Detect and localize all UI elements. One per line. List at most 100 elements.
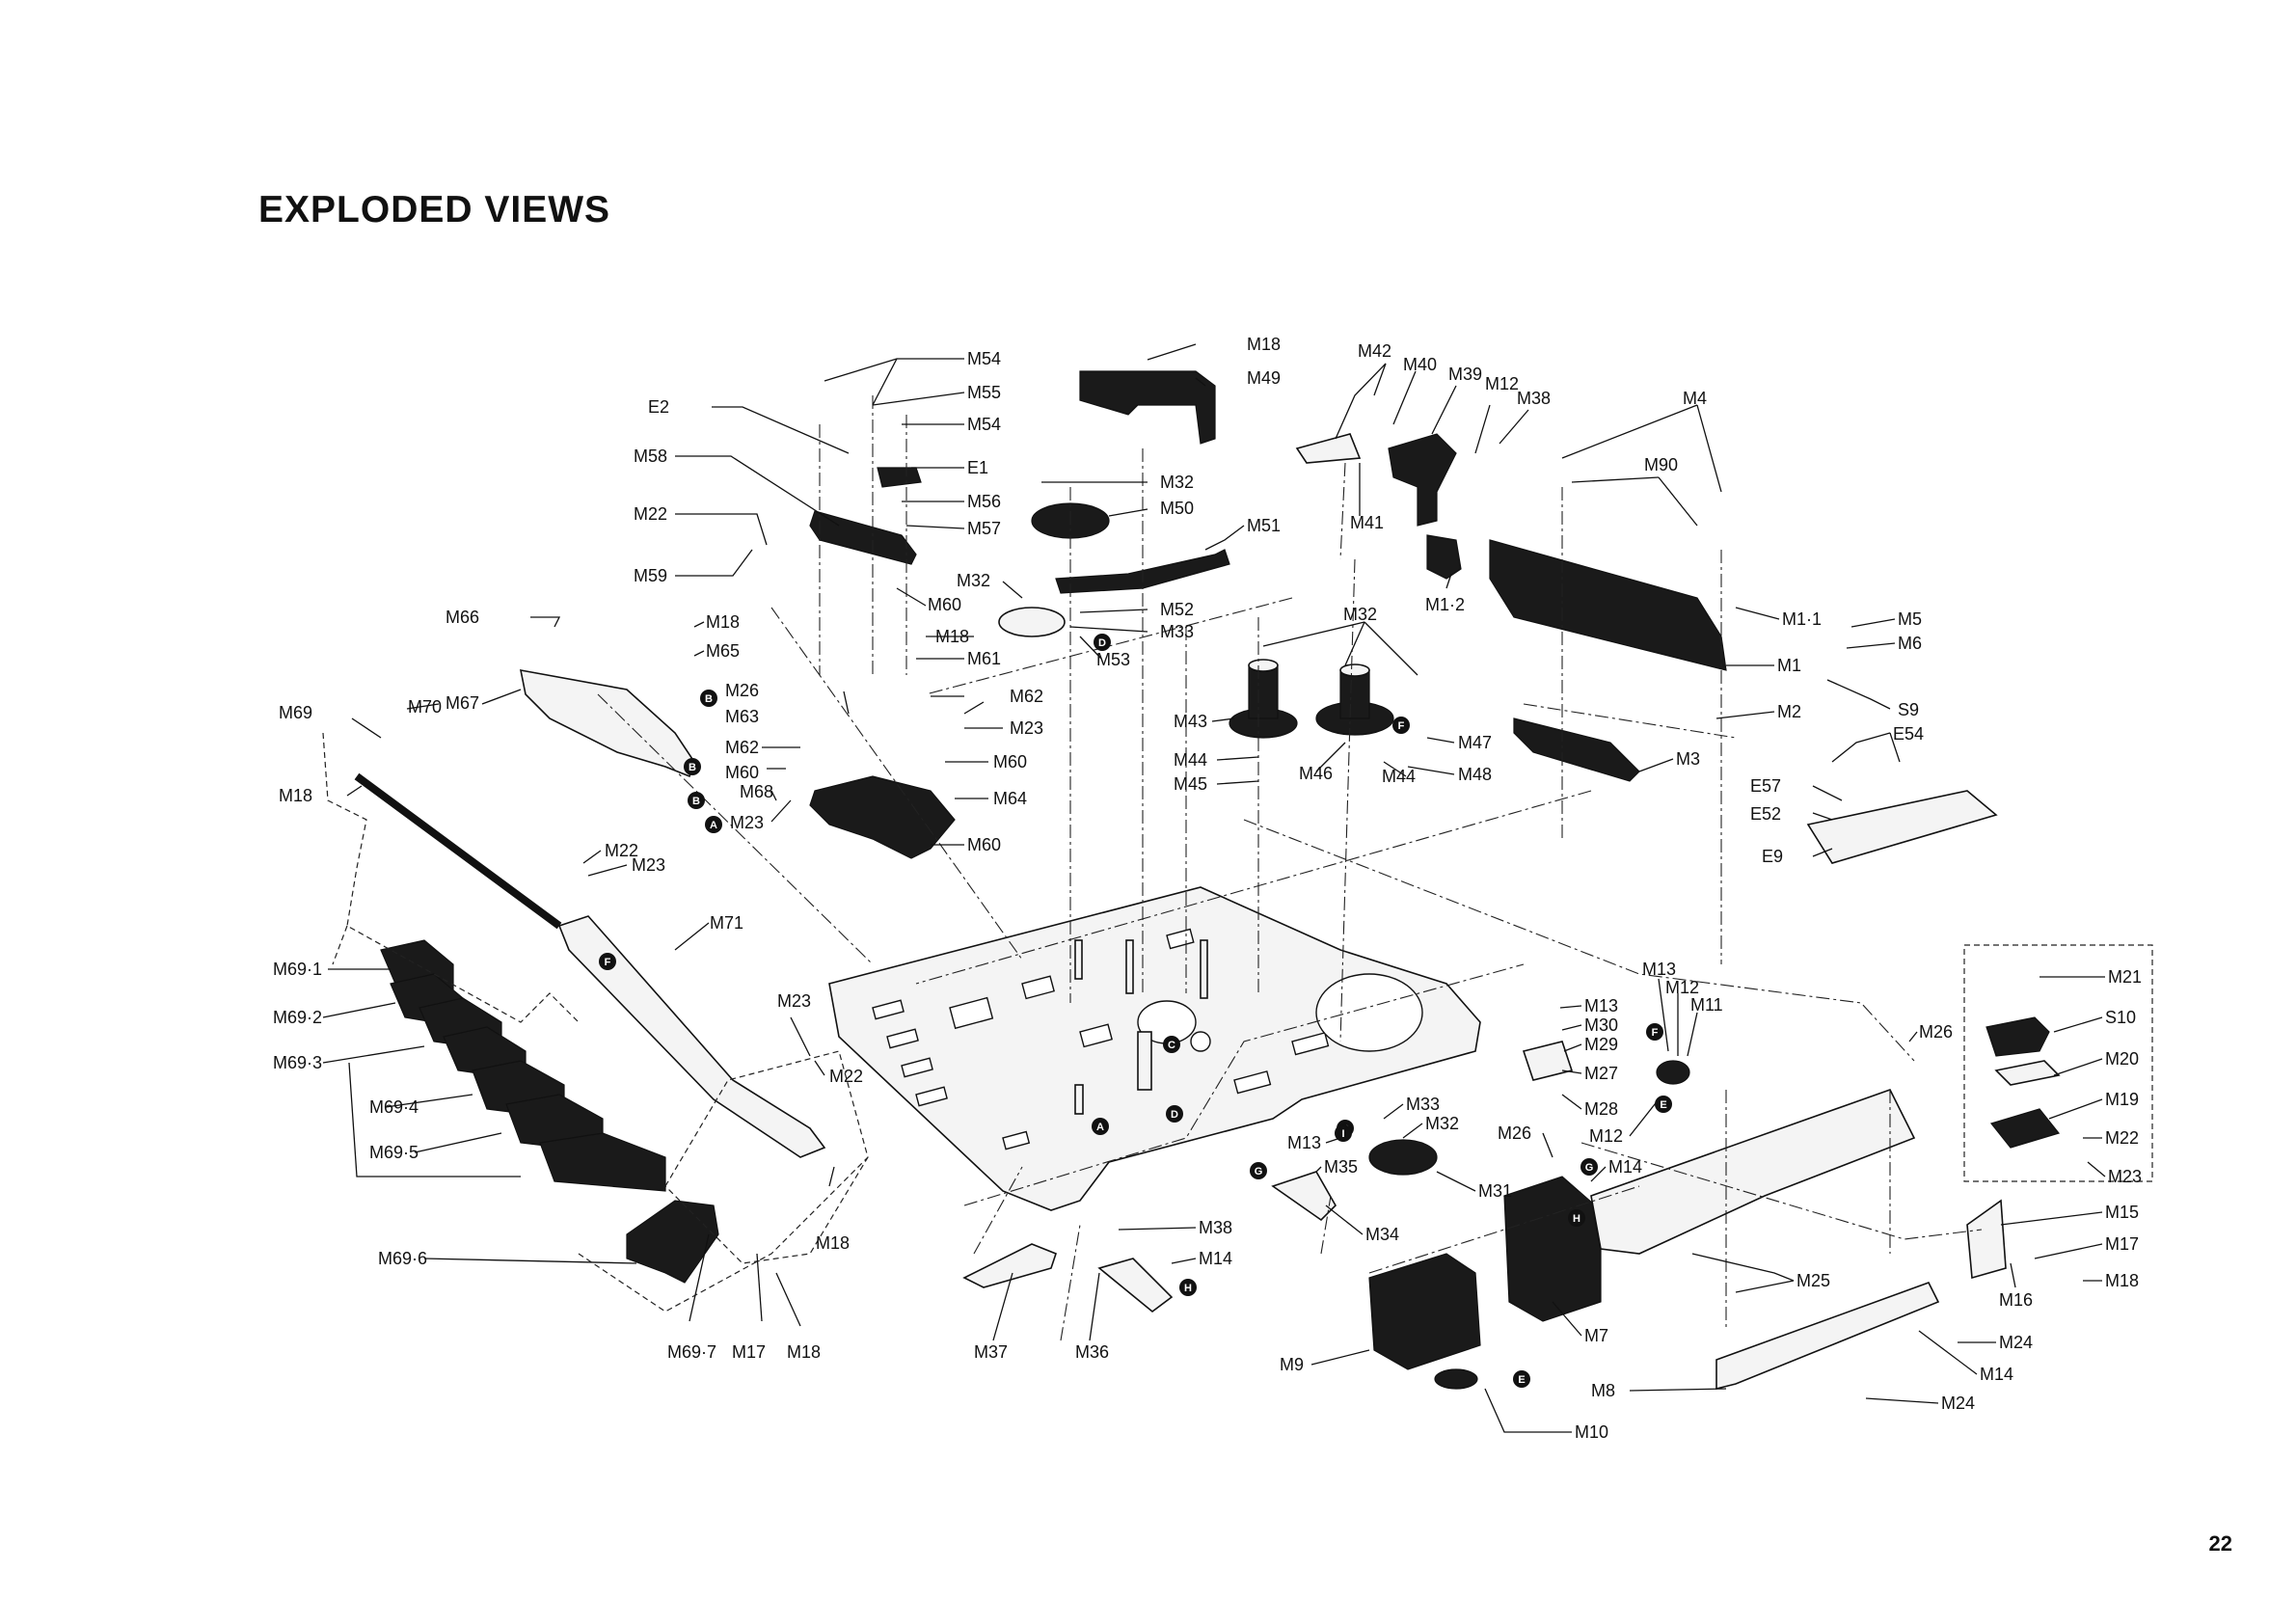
m53-pulley	[998, 607, 1066, 637]
m69-keys	[380, 939, 666, 1192]
m10-base	[1434, 1368, 1478, 1390]
label-m22b: M22	[605, 841, 638, 860]
label-m65: M65	[706, 641, 740, 661]
label-m48: M48	[1458, 765, 1492, 784]
page-title: EXPLODED VIEWS	[258, 189, 611, 230]
label-m38b: M38	[1199, 1218, 1232, 1237]
label-m50: M50	[1160, 499, 1194, 518]
callout-b-1: B	[700, 690, 717, 707]
label-m26a: M26	[725, 681, 759, 700]
label-m23b: M23	[730, 813, 764, 832]
label-m23c: M23	[632, 855, 665, 875]
label-m23e: M23	[2108, 1167, 2142, 1186]
label-m49: M49	[1247, 368, 1281, 388]
callout-a-2: A	[1092, 1118, 1109, 1135]
label-m3: M3	[1676, 749, 1700, 769]
label-m56: M56	[967, 492, 1001, 511]
label-m31: M31	[1478, 1181, 1512, 1201]
label-m5: M5	[1898, 609, 1922, 629]
callout-b-2: B	[684, 758, 701, 775]
label-m14b: M14	[1199, 1249, 1232, 1268]
label-m24a: M24	[1999, 1333, 2033, 1352]
svg-text:A: A	[710, 820, 717, 831]
svg-text:F: F	[1652, 1027, 1659, 1039]
callout-b-3: B	[688, 792, 705, 809]
label-m60d: M60	[967, 835, 1001, 854]
callout-f-2: F	[1392, 717, 1410, 734]
m15-bracket	[1966, 1199, 2007, 1280]
label-s10: S10	[2105, 1008, 2136, 1027]
label-m4: M4	[1683, 389, 1707, 408]
label-m10: M10	[1575, 1422, 1608, 1442]
label-m1-2: M1·2	[1425, 595, 1465, 614]
label-m69-5: M69·5	[369, 1143, 419, 1162]
label-m54b: M54	[967, 415, 1001, 434]
svg-text:B: B	[705, 693, 713, 705]
label-m38a: M38	[1517, 389, 1551, 408]
m41-bracket	[1295, 433, 1362, 464]
label-m18c: M18	[279, 786, 312, 805]
label-m69-7: M69·7	[667, 1342, 716, 1362]
label-m54a: M54	[967, 349, 1001, 368]
label-m58: M58	[634, 447, 667, 466]
s10-switch	[1985, 1016, 2050, 1057]
label-m60c: M60	[993, 752, 1027, 771]
callout-c-1: C	[1163, 1036, 1180, 1053]
e9-board	[1806, 790, 1998, 864]
assembly-lines	[322, 395, 1983, 1341]
svg-text:D: D	[1171, 1109, 1178, 1121]
chassis-posts	[1074, 939, 1208, 1115]
label-m14a: M14	[1608, 1157, 1642, 1177]
label-m69-1: M69·1	[273, 960, 322, 979]
label-m11: M11	[1690, 995, 1723, 1015]
label-m25: M25	[1796, 1271, 1830, 1290]
label-m32c: M32	[1343, 605, 1377, 624]
reel-m43	[1229, 659, 1298, 739]
m20-plate	[1994, 1060, 2061, 1086]
m37-lever	[962, 1243, 1057, 1288]
label-m22d: M22	[2105, 1128, 2139, 1148]
label-m32b: M32	[957, 571, 990, 590]
label-m34: M34	[1365, 1225, 1399, 1244]
label-m69-2: M69·2	[273, 1008, 322, 1027]
label-m69: M69	[279, 703, 312, 722]
label-m70: M70	[408, 697, 442, 717]
label-e57: E57	[1750, 776, 1781, 796]
label-m44a: M44	[1174, 750, 1207, 770]
label-m60a: M60	[928, 595, 961, 614]
svg-text:G: G	[1255, 1166, 1263, 1177]
label-m24b: M24	[1941, 1394, 1975, 1413]
label-m12b: M12	[1665, 978, 1699, 997]
m69-rod	[354, 772, 562, 930]
m49-bracket	[1079, 370, 1216, 445]
svg-text:D: D	[1098, 637, 1106, 649]
svg-text:H: H	[1184, 1283, 1192, 1294]
label-m13a: M13	[1642, 960, 1676, 979]
callout-g-2: G	[1580, 1158, 1598, 1176]
svg-text:E: E	[1660, 1099, 1666, 1111]
callout-d-2: D	[1166, 1105, 1183, 1123]
label-m18g: M18	[2105, 1271, 2139, 1290]
label-m9: M9	[1280, 1355, 1304, 1374]
label-m2: M2	[1777, 702, 1801, 721]
label-m22a: M22	[634, 504, 667, 524]
label-m16: M16	[1999, 1290, 2033, 1310]
label-m32d: M32	[1425, 1114, 1459, 1133]
label-m23a: M23	[1010, 718, 1043, 738]
label-m19: M19	[2105, 1090, 2139, 1109]
m19-plate	[1989, 1108, 2061, 1149]
m8-lever	[1715, 1282, 1940, 1391]
label-s9: S9	[1898, 700, 1919, 719]
label-m33b: M33	[1406, 1095, 1440, 1114]
m7-side-plate	[1503, 1176, 1602, 1322]
label-e54: E54	[1893, 724, 1924, 744]
label-m39: M39	[1448, 365, 1482, 384]
label-m68: M68	[740, 782, 773, 801]
label-m30: M30	[1584, 1015, 1618, 1035]
svg-text:I: I	[1341, 1128, 1344, 1140]
label-m13c: M13	[1287, 1133, 1321, 1152]
m1-2-part	[1426, 534, 1462, 580]
label-m8: M8	[1591, 1381, 1615, 1400]
m69-6-key	[626, 1200, 719, 1284]
